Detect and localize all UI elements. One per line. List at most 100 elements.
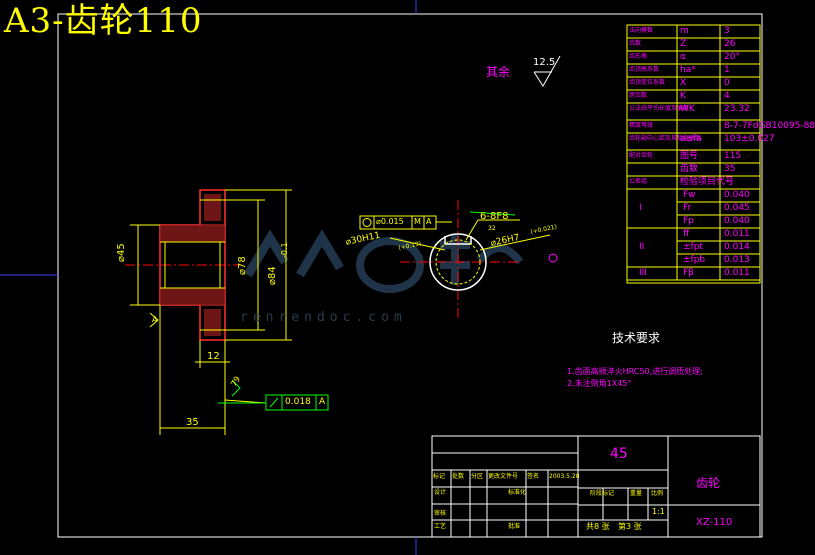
param-symbol: ha*: [680, 65, 696, 75]
scale-label: 比例: [651, 490, 664, 497]
tol-value: 0.045: [724, 203, 750, 213]
stage-label: 阶段标记: [590, 490, 615, 497]
param-symbol: α: [680, 52, 686, 62]
param-value: 20°: [724, 52, 740, 62]
material: 45: [610, 446, 628, 462]
runout-frame: [218, 379, 329, 411]
drawing-title: A3-齿轮110: [4, 1, 203, 41]
tol-symbol: Fw: [683, 190, 696, 200]
tb-header: 标记: [433, 473, 446, 480]
dim-d45: ⌀45: [116, 243, 127, 262]
end-view: [359, 200, 558, 320]
param-symbol: X: [680, 78, 687, 88]
param-symbol: WK: [680, 104, 695, 114]
param-value: 23.32: [724, 104, 750, 114]
param-name: 齿顶高系数: [629, 66, 660, 73]
watermark-logo: [244, 229, 524, 293]
watermark-text: renrendoc.com: [240, 310, 407, 325]
roughness-label: 其余: [486, 65, 511, 79]
tol-value: 0.014: [724, 242, 750, 252]
pos-tol: ⌀0.015: [376, 217, 404, 226]
param-value: 115: [724, 151, 742, 161]
sheet-total: 共8 张: [586, 522, 610, 531]
param-name: 齿形角: [629, 53, 648, 60]
param-value: 0: [724, 78, 730, 88]
spline-spec: 6-8F8: [480, 211, 509, 222]
dim-d78: ⌀78: [237, 256, 248, 275]
roughness-value: 12.5: [533, 57, 556, 68]
param-name: 精度等级: [629, 122, 654, 129]
param-symbol: m: [680, 26, 689, 36]
dim-d84: ⌀84: [267, 266, 278, 285]
param-name: 法向模数: [629, 27, 654, 34]
param-value: 3: [724, 26, 730, 36]
scale-value: 1:1: [652, 507, 665, 516]
tol-value: 0.013: [724, 255, 750, 265]
param-value: 1: [724, 65, 730, 75]
tol-group: I: [639, 202, 642, 213]
param-symbol: 齿数: [680, 164, 699, 174]
datum-a: A: [152, 315, 158, 324]
runout-datum: A: [319, 397, 326, 407]
param-symbol: K: [680, 91, 686, 101]
param-value: 4: [724, 91, 730, 101]
tb-header: 分区: [471, 473, 484, 480]
tol-symbol: ff: [683, 229, 690, 239]
runout-value: 0.018: [285, 397, 311, 407]
tb-header: 2003.5.28: [549, 473, 580, 480]
param-symbol: Z: [680, 39, 687, 49]
dim-12: 12: [207, 351, 220, 362]
dim-35: 35: [186, 417, 199, 428]
param-symbol: 检验项目代号: [680, 177, 735, 187]
sheet-number: 第3 张: [618, 522, 642, 531]
tol-group: III: [639, 267, 647, 278]
param-symbol: 图号: [680, 151, 699, 161]
param-name: 跨齿数: [629, 92, 648, 99]
param-name: 齿轮副中心距及其极限偏差: [629, 135, 702, 142]
pos-ref1: M: [414, 217, 421, 226]
tol-group: II: [639, 241, 645, 252]
tb-header: 更改文件号: [488, 473, 519, 480]
tb-design: 设计: [434, 489, 447, 496]
tech-item-1: 1.齿面高频淬火HRC50,进行调质处理;: [567, 367, 703, 376]
tb-standard: 标准化: [508, 489, 527, 496]
tb-approve: 批准: [508, 523, 521, 530]
section-view: [125, 189, 240, 341]
tol-value: 0.011: [724, 229, 750, 239]
tb-header: 处数: [452, 473, 465, 480]
param-symbol: a±fa: [680, 134, 702, 144]
tb-process: 工艺: [434, 523, 447, 530]
weight-label: 重量: [630, 490, 643, 497]
tol-symbol: Fr: [683, 203, 692, 213]
tol-symbol: ±fpt: [683, 242, 703, 252]
drawing-frame: [57, 13, 763, 538]
tol-value: 0.040: [724, 216, 750, 226]
param-name: 配对齿轮: [629, 152, 654, 159]
param-value: 35: [724, 164, 736, 174]
roughness-symbol: [533, 55, 561, 87]
cad-drawing: [0, 0, 763, 555]
spline-tol: 32: [488, 225, 496, 232]
title-block-grid: [431, 435, 761, 538]
parameter-table-grid: [626, 24, 761, 284]
tol-value: 0.011: [724, 268, 750, 278]
tb-check: 审核: [434, 510, 447, 517]
drawing-number: XZ-110: [696, 517, 733, 528]
param-value: 103±0.027: [724, 134, 775, 144]
pos-ref2: A: [426, 217, 432, 226]
tol-symbol: ±fpb: [683, 255, 706, 265]
part-name: 齿轮: [696, 476, 721, 490]
param-value: 8-7-7FdGB10095-88: [724, 121, 815, 131]
tech-item-2: 2.未注倒角1X45°: [567, 379, 632, 388]
tol-symbol: Fp: [683, 216, 694, 226]
param-value: 26: [724, 39, 736, 49]
tech-heading: 技术要求: [612, 331, 661, 345]
param-name: 公法线平均长度及偏差: [629, 105, 690, 112]
tol-symbol: Fβ: [683, 268, 694, 278]
param-name: 齿顶变位系数: [629, 79, 666, 86]
param-name: 齿数: [629, 40, 642, 47]
tb-header: 签名: [527, 473, 540, 480]
dim-d84-tol: -0.1: [280, 242, 289, 258]
tol-value: 0.040: [724, 190, 750, 200]
